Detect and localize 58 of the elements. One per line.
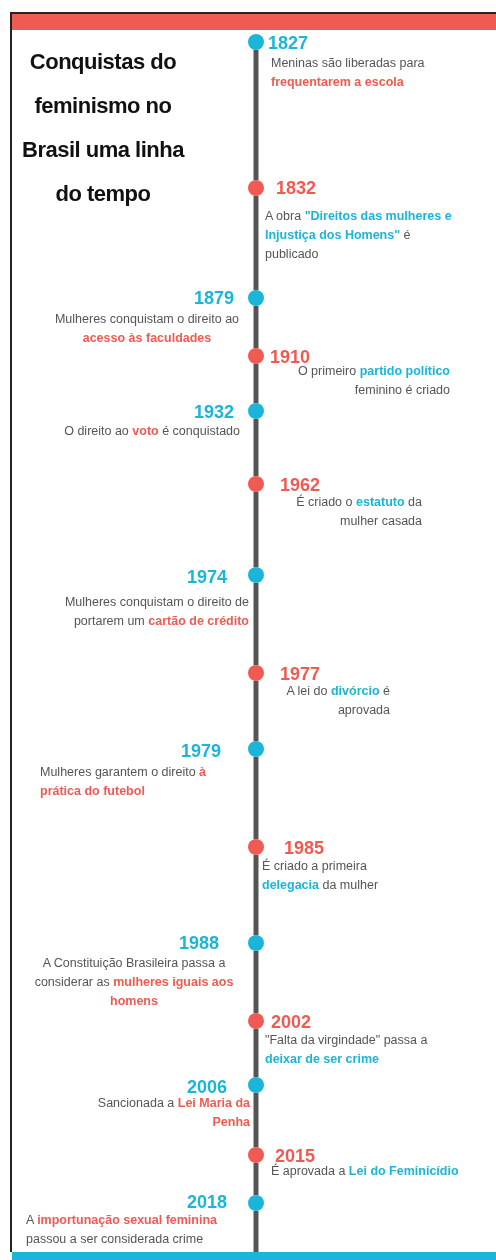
year-label: 1879 — [193, 288, 234, 308]
timeline-dot — [248, 935, 264, 951]
timeline-line — [253, 583, 259, 665]
timeline-dot — [248, 567, 264, 583]
timeline-dot — [248, 1013, 264, 1029]
timeline-line — [253, 1163, 259, 1195]
timeline-line — [253, 50, 259, 180]
year-label: 1827 — [268, 33, 309, 53]
year-label: 2018 — [186, 1192, 227, 1212]
timeline-dot — [248, 839, 264, 855]
event-description: A importunação sexual feminina passou a ser considerada crime — [26, 1212, 219, 1248]
event-description: Sancionada a Lei Maria da Penha — [96, 1095, 250, 1131]
timeline-dot — [248, 403, 264, 419]
event-description: Mulheres garantem o direito à prática do futebol — [40, 764, 208, 800]
timeline-line — [253, 855, 259, 935]
event-description: Mulheres conquistam o direito de portarem um cartão de crédito — [63, 594, 249, 630]
timeline-dot — [248, 34, 264, 50]
year-label: 1962 — [280, 475, 321, 495]
event-description: A Constituição Brasileira passa a considerar as mulheres iguais aos homens — [33, 955, 235, 1010]
year-label: 1979 — [180, 741, 221, 761]
timeline-dot — [248, 1195, 264, 1211]
event-description: Mulheres conquistam o direito ao acesso às faculdades — [53, 311, 241, 347]
timeline-dot — [248, 348, 264, 364]
year-label: 1977 — [280, 664, 321, 684]
timeline-line — [253, 492, 259, 567]
timeline-line — [253, 681, 259, 741]
timeline-dot — [248, 665, 264, 681]
event-description: A obra "Direitos das mulheres e Injustiça dos Homens" é publicado — [265, 208, 453, 263]
year-label: 2006 — [186, 1077, 227, 1097]
year-label: 1985 — [284, 838, 325, 858]
year-label: 1974 — [186, 567, 227, 587]
timeline-line — [253, 757, 259, 839]
timeline-line — [253, 306, 259, 348]
title: Conquistas do feminismo no Brasil uma linha do tempo — [21, 48, 186, 208]
timeline-dot — [248, 741, 264, 757]
event-description: É criado o estatuto da mulher casada — [295, 493, 422, 530]
event-description: "Falta da virgindade" passa a deixar de ser crime — [265, 1032, 429, 1068]
timeline-dot — [248, 290, 264, 306]
timeline-line — [253, 1029, 259, 1077]
timeline-line — [253, 419, 259, 476]
timeline-dot — [248, 180, 264, 196]
year-label: 1832 — [276, 178, 317, 198]
year-label: 2015 — [275, 1146, 316, 1166]
timeline-line — [253, 1093, 259, 1147]
event-description: A lei do divórcio é aprovada — [285, 683, 390, 719]
timeline-line — [253, 364, 259, 403]
event-description: Meninas são liberadas para frequentarem a escola — [271, 55, 426, 91]
event-description: O direito ao voto é conquistado — [63, 423, 240, 440]
event-description: É aprovada a Lei do Feminicídio — [271, 1163, 460, 1180]
event-description: É criado a primeira delegacia da mulher — [262, 857, 380, 894]
timeline-dot — [248, 476, 264, 492]
year-label: 1988 — [178, 933, 219, 953]
timeline-dot — [248, 1147, 264, 1163]
timeline-dot — [248, 1077, 264, 1093]
year-label: 2002 — [271, 1012, 312, 1032]
year-label: 1932 — [193, 402, 234, 422]
timeline-line — [253, 196, 259, 290]
timeline-line — [253, 951, 259, 1013]
